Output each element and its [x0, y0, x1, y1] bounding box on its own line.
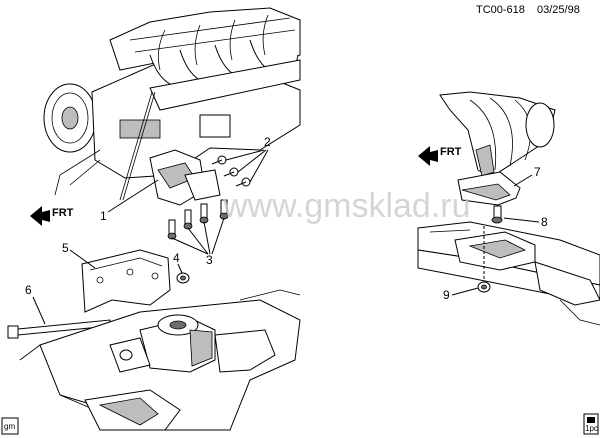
frt-label-right: FRT	[440, 146, 462, 158]
callouts-left: 1 2 3 4 5 6	[25, 135, 271, 325]
frame-mount-drawing	[19, 289, 301, 431]
frt-arrow-right: FRT	[418, 146, 462, 166]
callout-3: 3	[206, 253, 213, 267]
transmission-tail-drawing	[439, 91, 556, 179]
engine-block-drawing	[43, 7, 301, 206]
bolt-group-3	[167, 199, 229, 240]
stamp-box-icon: 1pc	[583, 413, 599, 435]
callout-9: 9	[443, 288, 450, 302]
callout-8: 8	[541, 215, 548, 229]
mount-bracket-5	[81, 249, 171, 313]
watermark-text: www.gmsklad.ru	[222, 187, 471, 225]
svg-text:gm: gm	[4, 422, 15, 431]
svg-text:1pc: 1pc	[585, 424, 598, 433]
callout-2: 2	[264, 135, 271, 149]
callout-1: 1	[100, 209, 107, 223]
frt-arrow-left: FRT	[30, 206, 74, 226]
callout-5: 5	[62, 241, 69, 255]
trans-bracket-7	[457, 171, 521, 206]
frt-arrow-icon	[418, 146, 438, 166]
frt-arrow-icon	[30, 206, 50, 226]
callout-4: 4	[173, 251, 180, 265]
callout-6: 6	[25, 283, 32, 297]
diagram-code: TC00-618	[476, 4, 525, 16]
bolt-8	[491, 205, 503, 224]
crossmember-drawing	[417, 221, 600, 326]
bolt-group-2	[211, 155, 251, 187]
callout-7: 7	[534, 165, 541, 179]
diagram-date: 03/25/98	[537, 4, 580, 16]
nut-9	[477, 281, 491, 293]
nut-4	[176, 272, 190, 284]
frt-label-left: FRT	[52, 207, 74, 219]
gm-logo-icon: gm	[1, 417, 19, 435]
callouts-right: 7 8 9	[443, 165, 548, 302]
